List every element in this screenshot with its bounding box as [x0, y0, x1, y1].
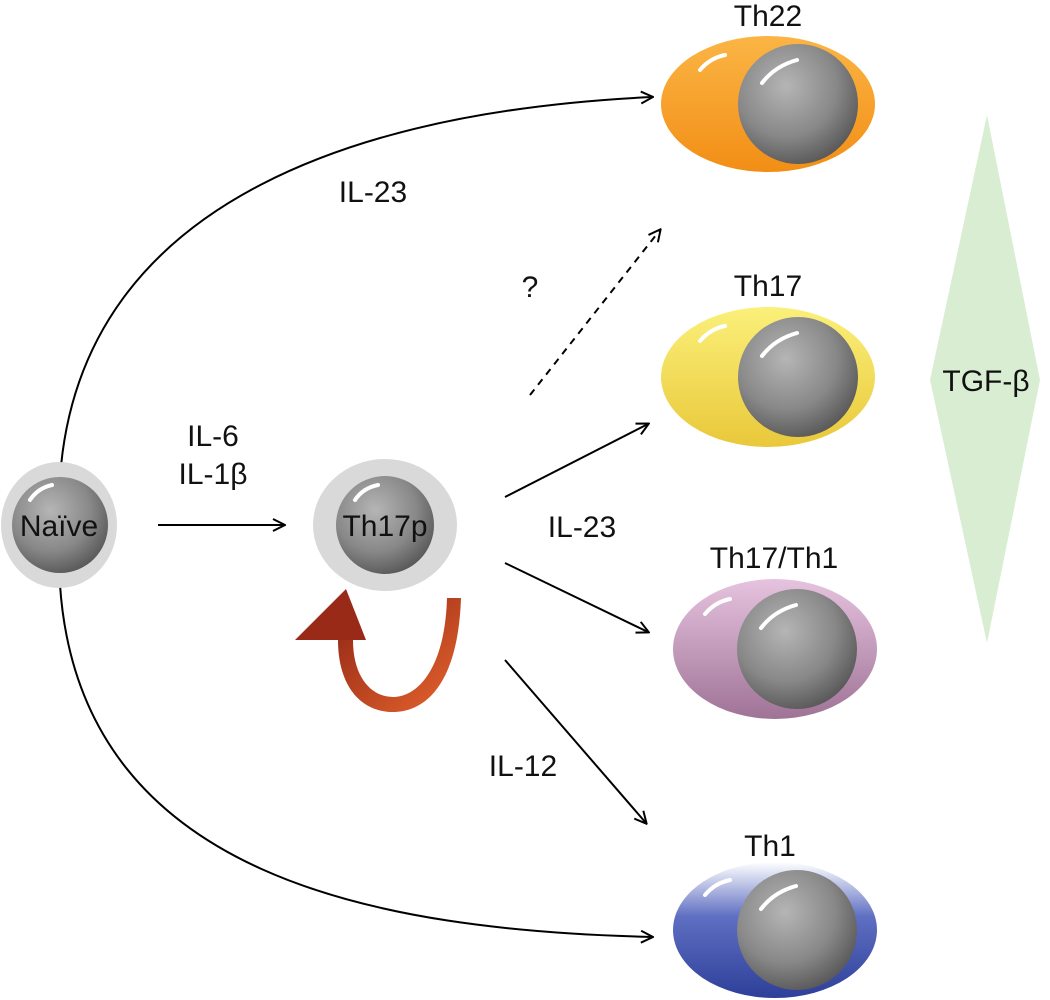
naive-label: Naïve	[20, 510, 98, 543]
naive-cell: Naïve	[1, 462, 117, 588]
cytokine-label-il23-top: IL-23	[339, 176, 407, 209]
arrow-th17p-to-th17th1	[504, 562, 648, 632]
cytokine-label-il23-mid: IL-23	[548, 511, 616, 544]
nucleus	[336, 476, 434, 574]
th1-label: Th1	[744, 830, 796, 863]
th17-cell: Th17	[661, 270, 875, 447]
arrow-th17p-to-th1	[504, 659, 646, 823]
th17-label: Th17	[734, 270, 802, 303]
cytokine-label-il12: IL-12	[489, 750, 557, 783]
nucleus	[738, 317, 858, 437]
unknown-path-label: ?	[522, 271, 539, 304]
th17p-cell: Th17p	[313, 459, 457, 591]
tgf-beta-diamond	[930, 115, 1040, 643]
nucleus	[12, 477, 108, 573]
arrow-th17p-to-th17	[504, 424, 648, 498]
th22-cell: Th22	[661, 0, 875, 172]
self-renewal-arrow	[295, 589, 461, 712]
cytokine-label-il6: IL-6	[187, 420, 239, 453]
arrow-naive-to-th22	[59, 97, 652, 479]
arrow-th17p-to-th22-dashed	[529, 230, 660, 396]
th1-cell: Th1	[673, 830, 877, 998]
nucleus	[738, 44, 858, 164]
tgf-beta-label: TGF-β	[942, 365, 1029, 398]
th17p-label: Th17p	[342, 510, 427, 543]
th22-label: Th22	[734, 0, 802, 33]
th17th1-label: Th17/Th1	[710, 542, 838, 575]
arrow-naive-to-th1	[59, 584, 652, 937]
nucleus	[737, 589, 857, 709]
nucleus	[737, 870, 857, 990]
th17th1-cell: Th17/Th1	[673, 542, 877, 719]
tgf-beta-gradient: TGF-β	[930, 115, 1040, 643]
cytokine-label-il1b: IL-1β	[179, 458, 248, 491]
